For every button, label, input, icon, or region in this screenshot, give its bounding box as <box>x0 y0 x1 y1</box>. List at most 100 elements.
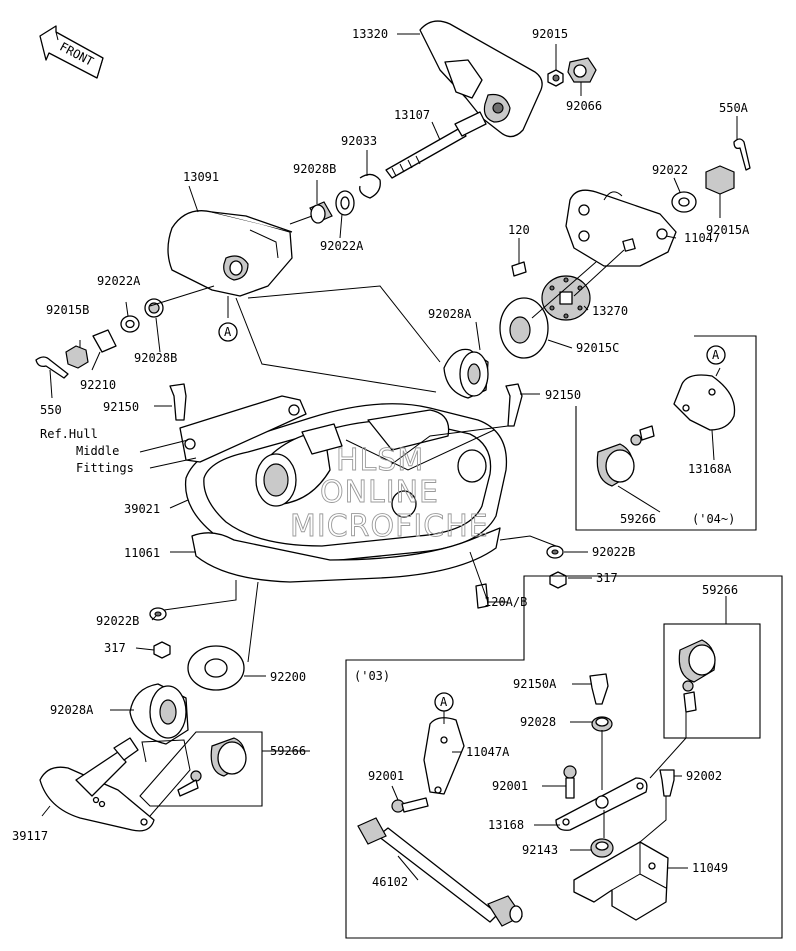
watermark: HLSM ONLINE MICROFICHE <box>290 443 489 545</box>
box-59266-lower-frame <box>139 731 263 807</box>
callout-labels: 13320 92015 92066 13107 550A 92033 13091… <box>12 27 750 889</box>
bracket-11047-part <box>565 189 677 267</box>
lever-39117-part <box>39 737 155 832</box>
callout-92066: 92066 <box>566 99 602 113</box>
pump-cover-39021-part <box>184 403 508 563</box>
plate-13168-part <box>555 777 648 831</box>
plate-13270-part <box>541 275 591 321</box>
callout-120ab: 120A/B <box>484 595 527 609</box>
bolt-92210-part <box>92 329 117 353</box>
callout-92210: 92210 <box>80 378 116 392</box>
callout-11049: 11049 <box>692 861 728 875</box>
callout-92150-left: 92150 <box>103 400 139 414</box>
bracket-11049-part <box>573 841 669 921</box>
collar-92028-part <box>591 716 613 732</box>
front-arrow-icon: FRONT <box>39 25 104 79</box>
shift-lever-part <box>419 20 543 138</box>
callout-11047a: 11047A <box>466 745 510 759</box>
cotter-pin-550-part <box>35 356 69 379</box>
circlip-92033-part <box>359 173 381 199</box>
washer-92200-part <box>187 645 245 691</box>
seal-92028a-lower-part <box>129 683 189 745</box>
plate-13168a-part <box>673 374 736 431</box>
svg-text:Fittings: Fittings <box>76 461 134 475</box>
callout-92001-left: 92001 <box>368 769 404 783</box>
ball-joint-59266-lower-part <box>177 737 247 797</box>
callout-92028b-lower: 92028B <box>134 351 177 365</box>
callout-59266-04: 59266 <box>620 512 656 526</box>
callout-92028a-lower: 92028A <box>50 703 94 717</box>
bolt-92150-left-part <box>169 383 187 421</box>
callout-13168a: 13168A <box>688 462 732 476</box>
callout-39117: 39117 <box>12 829 48 843</box>
callout-92028a-upper: 92028A <box>428 307 472 321</box>
stud-92001-left-part <box>391 797 429 813</box>
ref-mark-a1: A <box>218 322 238 342</box>
bolt-120ab-part <box>475 583 489 609</box>
stud-92001-right-part <box>563 765 577 799</box>
gasket-11061-part <box>191 527 501 583</box>
bracket-11047a-part <box>423 717 465 795</box>
callout-39021: 39021 <box>124 502 160 516</box>
callout-92028: 92028 <box>520 715 556 729</box>
svg-text:HLSM: HLSM <box>336 443 424 478</box>
callout-550a: 550A <box>719 101 749 115</box>
ref-mark-a2: A <box>706 345 726 365</box>
callout-13107: 13107 <box>394 108 430 122</box>
callout-13270: 13270 <box>592 304 628 318</box>
callout-92015c: 92015C <box>576 341 619 355</box>
screw-120-part <box>511 261 527 277</box>
rod-46102-part <box>357 817 523 927</box>
seal-92028a-upper-part <box>443 348 489 399</box>
svg-text:A: A <box>224 325 232 339</box>
svg-text:ONLINE: ONLINE <box>320 475 439 510</box>
svg-text:MICROFICHE: MICROFICHE <box>290 509 489 544</box>
ball-joint-59266-04-part <box>596 425 655 487</box>
callout-13320: 13320 <box>352 27 388 41</box>
collar-92143-part <box>590 838 614 858</box>
boss-92015c-part <box>499 297 549 359</box>
box-59266-03-frame <box>663 623 761 739</box>
callout-317-right: 317 <box>596 571 618 585</box>
shaft-13107-part <box>385 111 487 179</box>
callout-92022a-lower: 92022A <box>97 274 141 288</box>
callout-13168: 13168 <box>488 818 524 832</box>
castle-nut-92015a-part <box>705 165 735 195</box>
callout-46102: 46102 <box>372 875 408 889</box>
callout-92033: 92033 <box>341 134 377 148</box>
ref-mark-a3: A <box>434 692 454 712</box>
svg-text:A: A <box>440 695 448 709</box>
housing-13091-part <box>167 210 293 297</box>
callout-11061: 11061 <box>124 546 160 560</box>
callout-317-left: 317 <box>104 641 126 655</box>
year-label-04: ('04~) <box>692 512 735 526</box>
year-label-03: ('03) <box>354 669 390 683</box>
callout-13091: 13091 <box>183 170 219 184</box>
callout-120: 120 <box>508 223 530 237</box>
callout-92015a: 92015A <box>706 223 750 237</box>
callout-59266-lower: 59266 <box>270 744 306 758</box>
callout-92150a: 92150A <box>513 677 557 691</box>
box-03-frame <box>345 575 783 939</box>
callout-59266-03: 59266 <box>702 583 738 597</box>
ball-joint-59266-03-part <box>678 639 716 713</box>
bolt-92150a-part <box>589 673 609 705</box>
callout-92022b-left: 92022B <box>96 614 139 628</box>
callout-550: 550 <box>40 403 62 417</box>
bolt-92150-right-part <box>505 383 523 427</box>
nut-317-left-part <box>153 641 171 659</box>
ref-hull-note: Ref.Hull Middle Fittings <box>40 427 197 475</box>
svg-text:Ref.Hull: Ref.Hull <box>40 427 98 441</box>
callout-92001-right: 92001 <box>492 779 528 793</box>
callout-92022a-upper: 92022A <box>320 239 364 253</box>
callout-92022: 92022 <box>652 163 688 177</box>
callout-92002: 92002 <box>686 769 722 783</box>
callout-92143: 92143 <box>522 843 558 857</box>
leader-lines <box>41 33 738 881</box>
callout-11047: 11047 <box>684 231 720 245</box>
callout-92015b: 92015B <box>46 303 89 317</box>
callout-92022b-right: 92022B <box>592 545 635 559</box>
callout-92150-right: 92150 <box>545 388 581 402</box>
bolt-92002-part <box>659 769 675 797</box>
